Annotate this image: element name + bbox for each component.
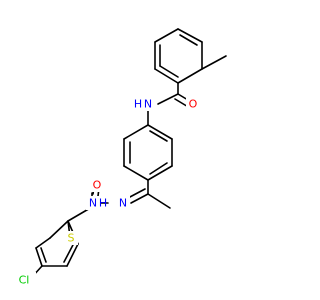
bond [123, 124, 149, 140]
atom-o-hydrazide: O [90, 178, 104, 192]
bonds [31, 28, 227, 278]
atom-nh-hydrazide: N H [86, 196, 107, 210]
atom-o-hydrazide-label: O [93, 179, 102, 192]
bond [35, 247, 43, 267]
bond [154, 68, 179, 84]
bond [147, 165, 173, 181]
atom-h-label: H [134, 98, 142, 111]
bond [35, 237, 51, 249]
bond [157, 93, 179, 105]
bond [49, 220, 69, 239]
atom-labels: O N H O N H N S Cl [12, 97, 200, 288]
bond [177, 28, 203, 43]
atom-h-hydrazide-label: H [99, 197, 107, 210]
bond [130, 193, 149, 204]
atom-s-label: S [68, 232, 75, 245]
bond [149, 130, 168, 142]
atom-o-amide: O [186, 97, 200, 111]
bond [147, 124, 173, 140]
bond [154, 28, 179, 43]
bond [201, 55, 227, 70]
atom-o-amide-label: O [189, 98, 198, 111]
bond [123, 165, 149, 181]
atom-s: S [64, 231, 78, 245]
bond [127, 188, 146, 199]
molecule-structure: O N H O N H N S Cl [12, 28, 227, 288]
atom-n-imine-label: N [119, 197, 127, 210]
atom-nh: N H [134, 97, 155, 111]
bond [149, 162, 168, 175]
bond [159, 65, 179, 78]
atom-cl-label: Cl [19, 274, 30, 287]
bond [66, 243, 79, 267]
bond [40, 247, 47, 263]
bond [63, 242, 75, 263]
atom-n-hydrazide-label: N [89, 197, 97, 210]
bond [147, 193, 171, 209]
atom-cl: Cl [12, 272, 36, 288]
atom-n-imine: N [116, 196, 130, 210]
atom-n-label: N [144, 98, 152, 111]
bond [179, 34, 198, 46]
bond [177, 68, 203, 84]
